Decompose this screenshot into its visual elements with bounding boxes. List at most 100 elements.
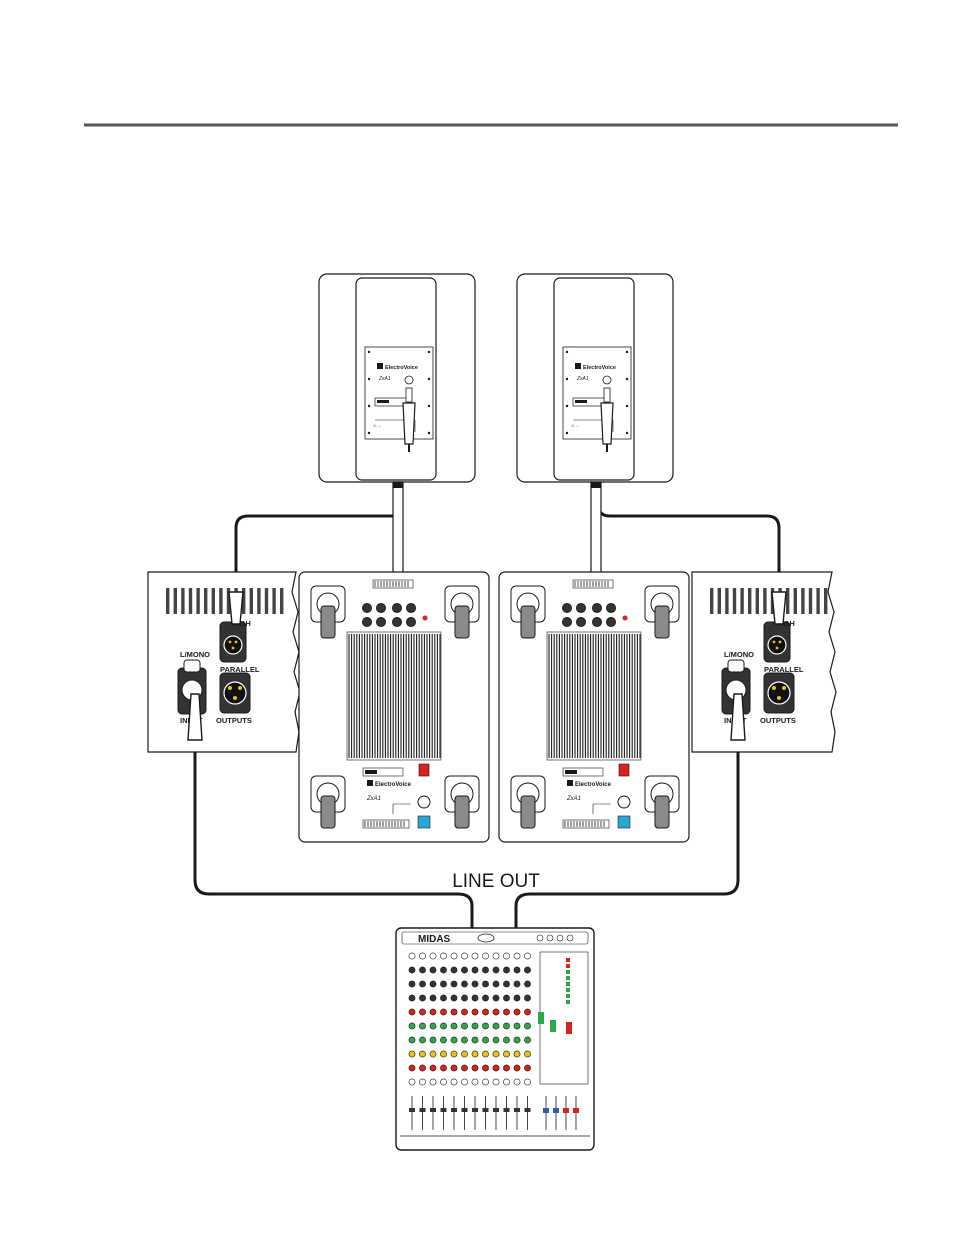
channel-knob bbox=[503, 966, 510, 974]
channel-knob bbox=[471, 952, 479, 960]
ac-inlet bbox=[617, 795, 631, 809]
master-fader-red bbox=[566, 1022, 572, 1034]
meter-led bbox=[566, 1000, 570, 1004]
channel-knob bbox=[524, 966, 531, 974]
channel-knob bbox=[471, 1022, 479, 1030]
vent-slot bbox=[740, 588, 744, 614]
master-fader-cap bbox=[553, 1108, 559, 1113]
channel-knob bbox=[461, 994, 468, 1002]
channel-knob bbox=[524, 980, 531, 988]
mixer-xlr-out bbox=[556, 934, 564, 942]
channel-knob bbox=[513, 1022, 521, 1030]
channel-knob bbox=[461, 1078, 468, 1086]
channel-knob bbox=[440, 952, 447, 960]
xlr-plug bbox=[600, 402, 614, 445]
label-outputs: OUTPUTS bbox=[760, 716, 796, 725]
channel-knob bbox=[524, 952, 531, 960]
model-label: ZxA1 bbox=[566, 796, 581, 802]
fader-cap bbox=[472, 1108, 478, 1112]
meter-led bbox=[566, 976, 570, 980]
amp-plate bbox=[562, 346, 632, 440]
channel-knob bbox=[482, 952, 489, 960]
channel-knob bbox=[408, 1036, 416, 1044]
sub-input-knob bbox=[576, 603, 586, 613]
vent-slot bbox=[204, 588, 208, 614]
channel-knob bbox=[429, 1064, 437, 1072]
channel-knob bbox=[440, 1078, 447, 1086]
sub-input-knob bbox=[592, 603, 602, 613]
line-out-label: LINE OUT bbox=[452, 871, 540, 892]
channel-knob bbox=[461, 1064, 468, 1072]
ev-logo-text: ElectroVoice bbox=[575, 782, 612, 788]
plug-neck bbox=[405, 387, 413, 403]
vent-slot bbox=[824, 588, 828, 614]
label-parallel: PARALLEL bbox=[764, 665, 804, 674]
vent-slot bbox=[211, 588, 215, 614]
channel-knob bbox=[419, 980, 426, 988]
ev-logo-mark bbox=[575, 363, 581, 369]
vent-slot bbox=[257, 588, 261, 614]
handle-1 bbox=[310, 585, 346, 639]
channel-knob bbox=[408, 1064, 416, 1072]
xlr-plug-high-left bbox=[228, 591, 244, 625]
sub-input-knob bbox=[362, 617, 372, 627]
xlr-plug-input-right bbox=[730, 693, 746, 741]
mixer-badge bbox=[477, 933, 495, 943]
channel-strip-10 bbox=[503, 952, 510, 1130]
channel-knob bbox=[429, 994, 437, 1002]
speaker-pole bbox=[392, 481, 404, 575]
channel-knob bbox=[450, 1078, 458, 1086]
vent-slot bbox=[173, 588, 177, 614]
handle-4 bbox=[644, 775, 680, 829]
channel-knob bbox=[471, 966, 479, 974]
channel-knob bbox=[419, 1050, 426, 1058]
channel-knob bbox=[440, 1064, 447, 1072]
vent-slot bbox=[763, 588, 767, 614]
mixer-xlr-out bbox=[536, 934, 544, 942]
channel-knob bbox=[450, 966, 458, 974]
powercon-connector bbox=[417, 815, 431, 829]
channel-knob bbox=[503, 1008, 510, 1016]
cable-1 bbox=[234, 480, 399, 592]
channel-knob bbox=[513, 952, 521, 960]
channel-knob bbox=[461, 952, 468, 960]
channel-knob bbox=[429, 952, 437, 960]
channel-knob bbox=[513, 980, 521, 988]
master-section bbox=[539, 951, 589, 1085]
channel-knob bbox=[461, 1050, 468, 1058]
channel-knob bbox=[524, 1050, 531, 1058]
channel-knob bbox=[429, 1008, 437, 1016]
sub-input-knob bbox=[562, 603, 572, 613]
channel-knob bbox=[492, 994, 500, 1002]
label-parallel: PARALLEL bbox=[220, 665, 260, 674]
vent-slot bbox=[166, 588, 170, 614]
channel-strip-3 bbox=[429, 952, 437, 1130]
channel-knob bbox=[429, 1050, 437, 1058]
latch-tab bbox=[727, 659, 745, 673]
channel-knob bbox=[482, 1050, 489, 1058]
sub-input-knob bbox=[392, 617, 402, 627]
mixer-brand: MIDAS bbox=[418, 934, 451, 945]
cable-3 bbox=[193, 740, 474, 930]
channel-knob bbox=[492, 966, 500, 974]
fader-cap bbox=[419, 1108, 426, 1112]
channel-knob bbox=[471, 980, 479, 988]
channel-knob bbox=[408, 1050, 416, 1058]
channel-knob bbox=[492, 980, 500, 988]
mixer-xlr-out bbox=[546, 934, 554, 942]
input-panel-2: L/MONOINPUTHIGHPARALLELOUTPUTS bbox=[691, 571, 837, 753]
channel-knob bbox=[513, 1008, 521, 1016]
ev-logo-mark bbox=[567, 780, 573, 786]
channel-knob bbox=[524, 1078, 531, 1086]
handle-4 bbox=[444, 775, 480, 829]
channel-knob bbox=[440, 1036, 447, 1044]
handle-2 bbox=[644, 585, 680, 639]
channel-knob bbox=[450, 1036, 458, 1044]
channel-strip-8 bbox=[482, 952, 489, 1130]
channel-knob bbox=[503, 1036, 510, 1044]
input-jack bbox=[404, 375, 414, 385]
channel-knob bbox=[450, 952, 458, 960]
